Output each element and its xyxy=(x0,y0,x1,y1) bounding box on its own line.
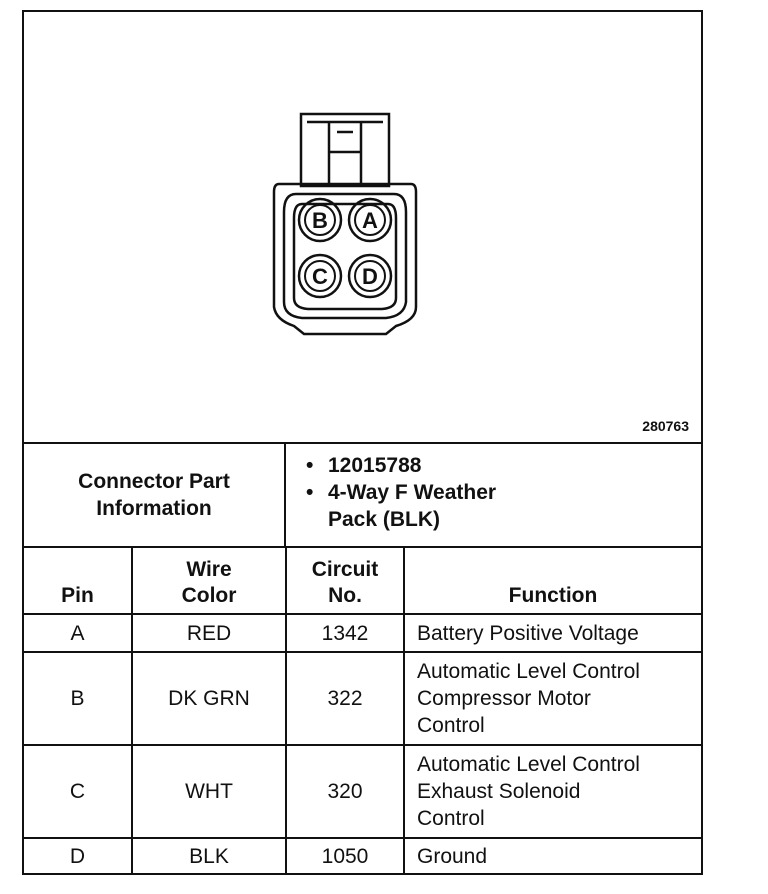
cell-circuit: 1050 xyxy=(286,838,405,873)
cell-wire-color: RED xyxy=(132,614,287,653)
connector-info-label: Connector Part Information xyxy=(24,444,286,546)
pin-cavities: B A C D xyxy=(297,197,393,299)
connector-end-view-frame: B A C D 280763 xyxy=(22,10,703,875)
pin-label-c: C xyxy=(312,264,328,289)
pin-cavity-d: D xyxy=(347,253,393,299)
pin-cavity-c: C xyxy=(297,253,343,299)
pin-label-a: A xyxy=(362,208,378,233)
header-function: Function xyxy=(404,548,701,615)
figure-number: 280763 xyxy=(642,418,689,434)
cell-pin: D xyxy=(24,838,133,873)
connector-part-information: Connector Part Information 12015788 4-Wa… xyxy=(24,444,701,548)
cell-pin: A xyxy=(24,614,133,653)
connector-description: 4-Way F Weather Pack (BLK) xyxy=(306,479,701,533)
cell-pin: C xyxy=(24,745,133,839)
table-row: A RED 1342 Battery Positive Voltage xyxy=(24,614,701,653)
cell-function: Automatic Level Control Compressor Motor… xyxy=(404,652,701,746)
table-row: D BLK 1050 Ground xyxy=(24,838,701,873)
cell-wire-color: WHT xyxy=(132,745,287,839)
table-row: B DK GRN 322 Automatic Level Control Com… xyxy=(24,652,701,746)
table-row: C WHT 320 Automatic Level Control Exhaus… xyxy=(24,745,701,839)
cell-circuit: 322 xyxy=(286,652,405,746)
connector-info-list: 12015788 4-Way F Weather Pack (BLK) xyxy=(286,444,701,546)
cell-function: Ground xyxy=(417,844,488,868)
cell-circuit: 1342 xyxy=(286,614,405,653)
connector-illustration: B A C D xyxy=(272,112,418,336)
cell-function: Battery Positive Voltage xyxy=(404,614,701,653)
pin-cavity-a: A xyxy=(347,197,393,243)
pin-label-d: D xyxy=(362,264,378,289)
cell-function: Automatic Level Control Exhaust Solenoid… xyxy=(404,745,701,839)
header-pin: Pin xyxy=(24,548,133,615)
cell-circuit: 320 xyxy=(286,745,405,839)
cell-wire-color: DK GRN xyxy=(132,652,287,746)
pin-label-b: B xyxy=(312,208,328,233)
connector-part-number: 12015788 xyxy=(306,452,701,479)
cell-pin: B xyxy=(24,652,133,746)
connector-info-label-line: Information xyxy=(96,497,212,520)
pin-cavity-b: B xyxy=(297,197,343,243)
connector-drawing-panel: B A C D 280763 xyxy=(24,12,701,444)
cell-wire-color: BLK xyxy=(132,838,287,873)
connector-info-label-line: Connector Part xyxy=(78,470,230,493)
